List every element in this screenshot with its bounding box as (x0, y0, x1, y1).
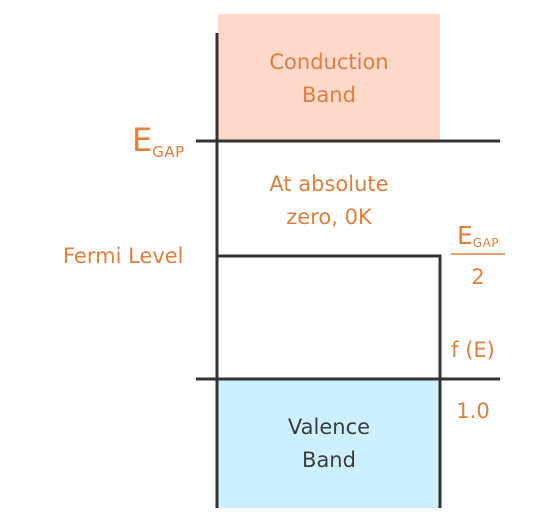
egap-main-letter: E (132, 121, 153, 159)
egap-half-subscript: GAP (472, 236, 500, 250)
absolute-zero-line2: zero, 0K (286, 205, 372, 229)
conduction-band-line2: Band (302, 83, 356, 107)
valence-band-line1: Valence (287, 415, 371, 439)
egap-half-main-letter: E (456, 221, 473, 250)
probability-one-label: 1.0 (456, 399, 490, 423)
fermi-dirac-step-curve (217, 254, 442, 508)
egap-subscript: GAP (152, 143, 185, 161)
absolute-zero-label: At absolute zero, 0K (218, 168, 440, 234)
egap-half-denominator: 2 (471, 265, 485, 289)
egap-half-numerator: EGAP (451, 222, 505, 257)
valence-band-label: Valence Band (218, 411, 440, 477)
fermi-function-label: f (E) (451, 338, 495, 362)
egap-label: EGAP (132, 122, 185, 170)
valence-band-region (218, 379, 440, 508)
valence-band-line2: Band (302, 448, 356, 472)
conduction-band-label: Conduction Band (218, 46, 440, 112)
fermi-level-label: Fermi Level (63, 244, 184, 268)
conduction-band-region (218, 14, 440, 141)
absolute-zero-line1: At absolute (269, 172, 389, 196)
conduction-band-line1: Conduction (269, 50, 389, 74)
